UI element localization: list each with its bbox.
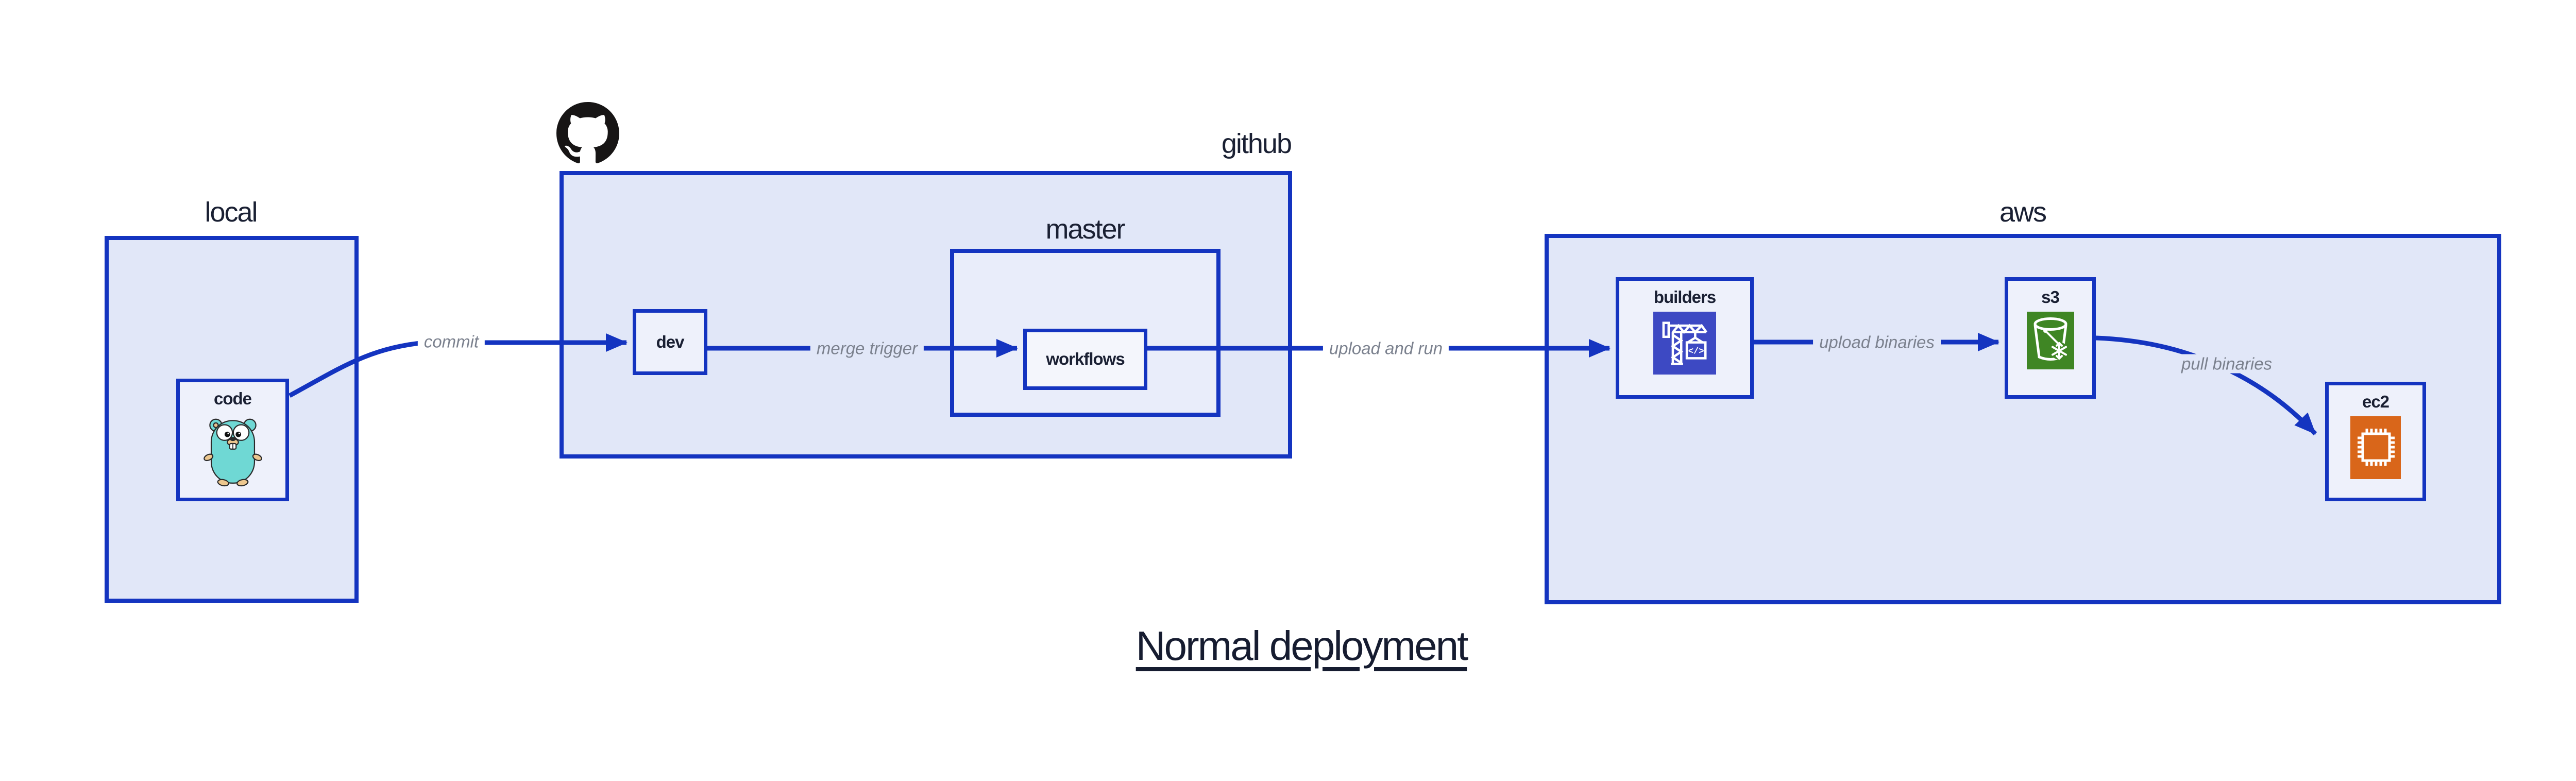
github-group-label: github (1221, 128, 1292, 159)
ec2-node: ec2 (2325, 382, 2426, 501)
dev-node: dev (633, 309, 707, 375)
master-group-label: master (1045, 214, 1125, 245)
go-gopher-icon (203, 418, 262, 487)
ec2-node-label: ec2 (2362, 392, 2389, 411)
svg-text:</>: </> (1688, 347, 1704, 357)
builders-node: builders </> (1616, 277, 1754, 399)
code-node: code (176, 379, 289, 501)
diagram-title: Normal deployment (1136, 623, 1469, 669)
ec2-chip-icon (2350, 416, 2401, 480)
s3-node: s3 (2005, 277, 2096, 399)
codebuild-crane-icon: </> (1653, 312, 1716, 375)
aws-group-label: aws (1999, 197, 2047, 228)
dev-node-label: dev (656, 332, 685, 351)
builders-node-label: builders (1653, 287, 1716, 307)
edge-label-pull-binaries: pull binaries (2175, 354, 2279, 373)
workflows-node: workflows (1023, 329, 1147, 390)
s3-glacier-bucket-icon (2026, 312, 2074, 370)
local-group-label: local (205, 197, 258, 228)
edge-label-merge-trigger: merge trigger (810, 338, 924, 358)
s3-node-label: s3 (2041, 287, 2060, 307)
github-octocat-logo (556, 102, 619, 163)
edge-label-upload-and-run: upload and run (1323, 338, 1449, 358)
edge-label-upload-binaries: upload binaries (1813, 332, 1941, 352)
workflows-node-label: workflows (1046, 349, 1125, 369)
edge-label-commit: commit (417, 332, 485, 351)
code-node-label: code (213, 389, 252, 408)
